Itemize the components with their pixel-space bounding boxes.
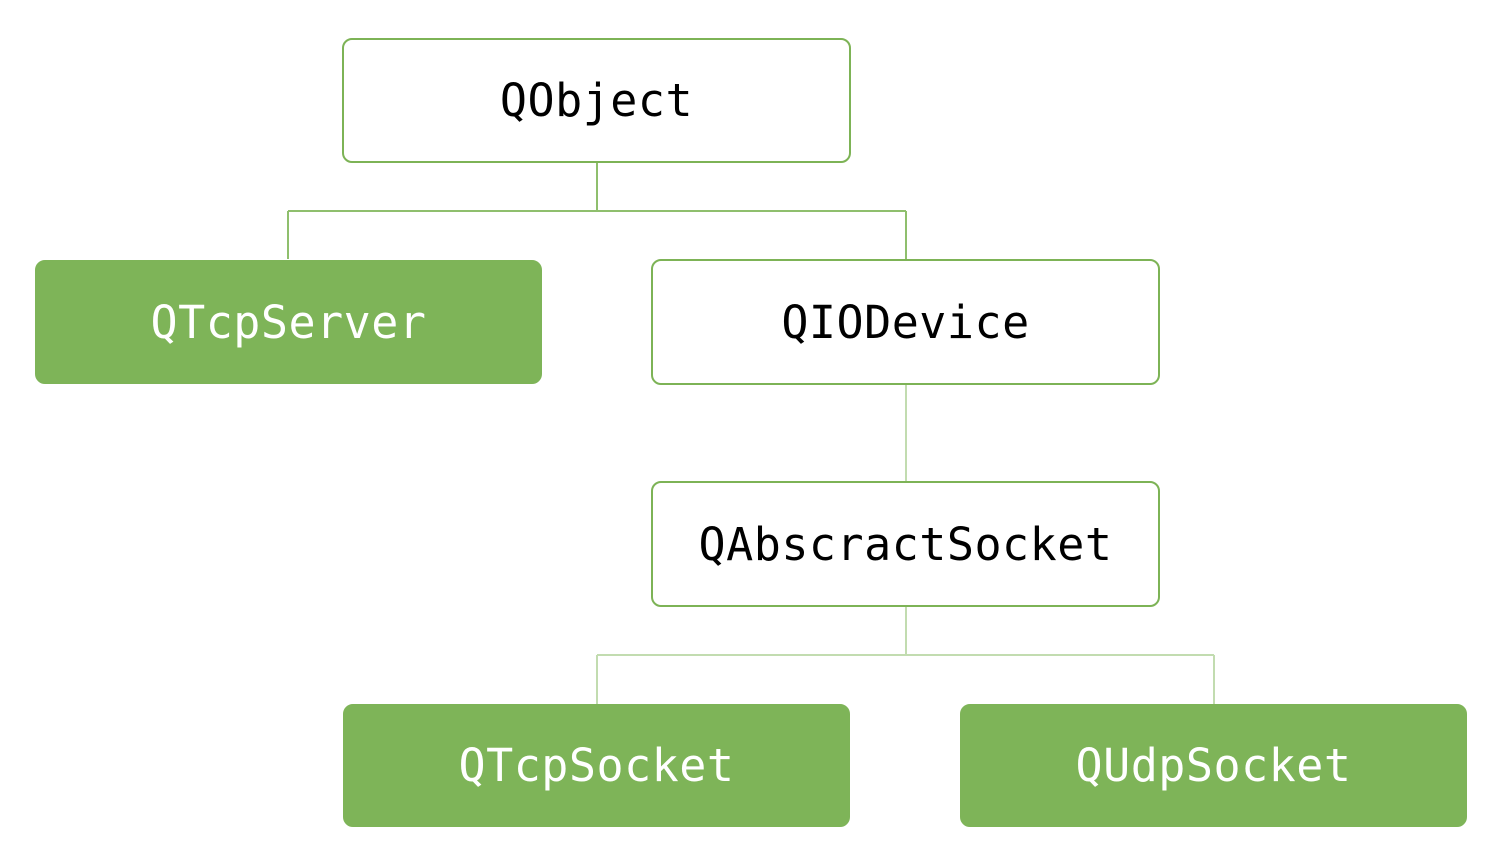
node-qudpsocket: QUdpSocket <box>960 704 1467 827</box>
node-label: QObject <box>499 74 694 127</box>
node-label: QIODevice <box>781 295 1030 349</box>
node-label: QUdpSocket <box>1075 739 1352 792</box>
node-qtcpserver: QTcpServer <box>35 260 542 384</box>
node-label: QTcpServer <box>150 295 427 349</box>
node-qiodevice: QIODevice <box>651 259 1160 385</box>
node-label: QTcpSocket <box>458 739 735 792</box>
node-qtcpsocket: QTcpSocket <box>343 704 850 827</box>
node-label: QAbscractSocket <box>698 517 1113 571</box>
node-qabstractsocket: QAbscractSocket <box>651 481 1160 607</box>
connector-qobject-to-children <box>287 163 907 259</box>
node-qobject: QObject <box>342 38 851 163</box>
connector-qabstractsocket-to-children <box>596 607 1215 704</box>
